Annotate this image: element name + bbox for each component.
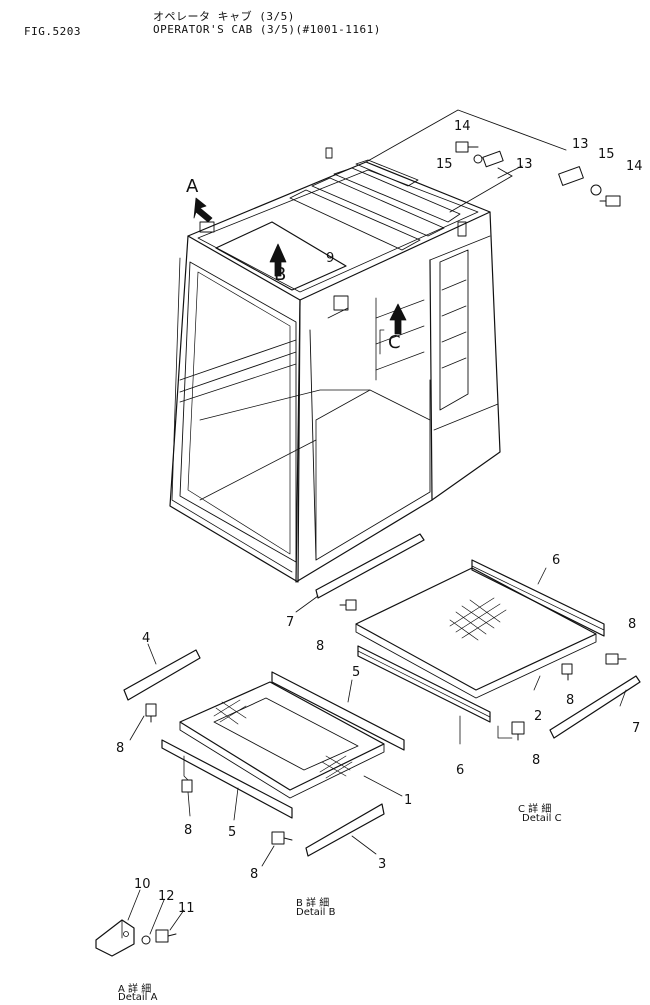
view-arrow-c [379,303,407,355]
title-japanese: オペレータ キャブ (3/5) [153,10,295,23]
view-label-a: A [186,176,199,197]
leader-lines-top [365,109,567,213]
callout-8: 8 [566,693,574,708]
rail-4 [123,649,201,701]
callout-6: 6 [456,763,464,778]
title-english: OPERATOR'S CAB (3/5)(#1001-1161) [153,23,381,36]
detail-a-caption-jp: A 詳 細 [118,984,152,995]
leaders-detail-a [127,889,185,935]
callout-8: 8 [116,741,124,756]
rail-7-upper [315,533,425,599]
figure-number: FIG.5203 [24,25,81,38]
callout-2: 2 [534,709,542,724]
leaders-detail-b [129,643,403,867]
callout-5: 5 [352,665,360,680]
callout-7: 7 [286,615,294,630]
rail-6-upper [471,559,605,637]
callout-9: 9 [326,251,334,266]
callout-14: 14 [454,119,471,134]
view-label-c: C [388,332,401,353]
bolts-detail-b [145,703,293,845]
callout-8: 8 [316,639,324,654]
callout-13: 13 [572,137,589,152]
rail-5-upper [271,671,405,751]
callout-15: 15 [598,147,615,162]
callout-5: 5 [228,825,236,840]
bolt-11 [155,929,177,943]
bracket-10 [95,919,135,957]
rail-7-right [549,675,641,739]
detail-a-caption-en: Detail A [118,992,158,1003]
detail-b-caption-jp: B 詳 細 [296,898,330,909]
view-arrow-a [193,197,213,223]
callout-15: 15 [436,157,453,172]
callout-8: 8 [184,823,192,838]
callout-1: 1 [404,793,412,808]
hardware-top-right [558,166,621,207]
leaders-detail-c [295,567,627,745]
callout-6: 6 [552,553,560,568]
callout-11: 11 [178,901,195,916]
callout-numbers: 14 15 13 13 15 14 9 6 7 8 8 8 2 7 6 8 4 … [116,119,643,916]
cab-frame [169,147,501,583]
bolts-detail-c [339,599,627,741]
callout-7: 7 [632,721,640,736]
detail-c-caption-jp: C 詳 細 [518,804,552,815]
callout-12: 12 [158,889,175,904]
callout-3: 3 [378,857,386,872]
rail-5-lower [161,739,293,819]
detail-c-caption-en: Detail C [522,813,562,824]
callout-10: 10 [134,877,151,892]
floor-frame-1 [179,681,385,799]
hardware-top-center [455,141,504,168]
rail-3 [305,803,385,857]
washer-12 [141,935,151,945]
callout-13: 13 [516,157,533,172]
callout-8: 8 [532,753,540,768]
callout-14: 14 [626,159,643,174]
callout-8: 8 [628,617,636,632]
view-label-b: B [274,264,286,285]
floor-mat-2 [355,567,597,699]
callout-8: 8 [250,867,258,882]
detail-b-caption-en: Detail B [296,907,336,918]
view-arrow-b [269,243,287,277]
callout-4: 4 [142,631,150,646]
rail-6-lower [357,645,491,723]
